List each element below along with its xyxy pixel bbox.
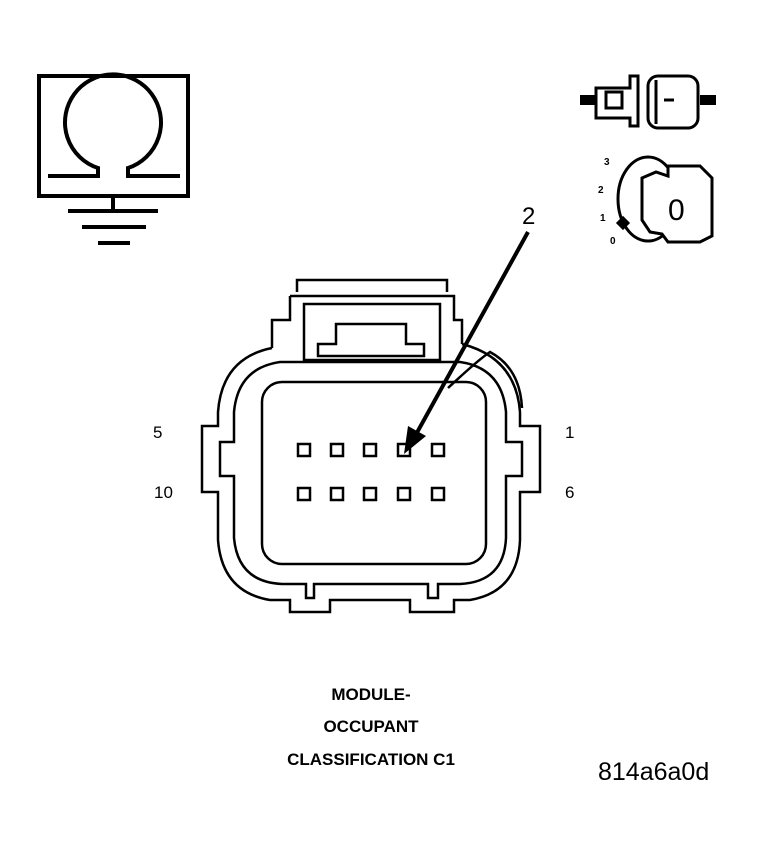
ignition-key-icon: 3 2 1 0 0 (598, 155, 714, 247)
callout-label: 2 (522, 203, 535, 230)
pin-label-top-left: 5 (153, 423, 162, 442)
pin-cavity (296, 442, 312, 458)
caption-line-3: CLASSIFICATION C1 (287, 750, 455, 769)
key-position-label: 0 (668, 194, 685, 227)
disconnected-connector-icon (580, 74, 716, 130)
pin-cavity (329, 486, 345, 502)
key-scale-3: 3 (604, 157, 610, 168)
key-scale-2: 2 (598, 185, 604, 196)
pin-cavity (329, 442, 345, 458)
callout-arrow (404, 231, 530, 454)
pin-cavity (362, 486, 378, 502)
image-id: 814a6a0d (598, 758, 709, 786)
pin-cavity (430, 486, 446, 502)
pin-label-top-right: 1 (565, 423, 574, 442)
pin-cavity (430, 442, 446, 458)
pin-cavities (296, 442, 446, 502)
caption-line-1: MODULE- (331, 685, 410, 704)
ohmmeter-ground-icon (37, 72, 190, 245)
pin-cavity (362, 442, 378, 458)
connector-body (200, 278, 542, 614)
pin-label-bottom-left: 10 (154, 483, 173, 502)
caption-line-2: OCCUPANT (323, 717, 419, 736)
key-scale-1: 1 (600, 213, 606, 224)
pin-cavity (296, 486, 312, 502)
pin-label-bottom-right: 6 (565, 483, 574, 502)
pin-cavity (396, 486, 412, 502)
key-scale-0: 0 (610, 236, 616, 247)
